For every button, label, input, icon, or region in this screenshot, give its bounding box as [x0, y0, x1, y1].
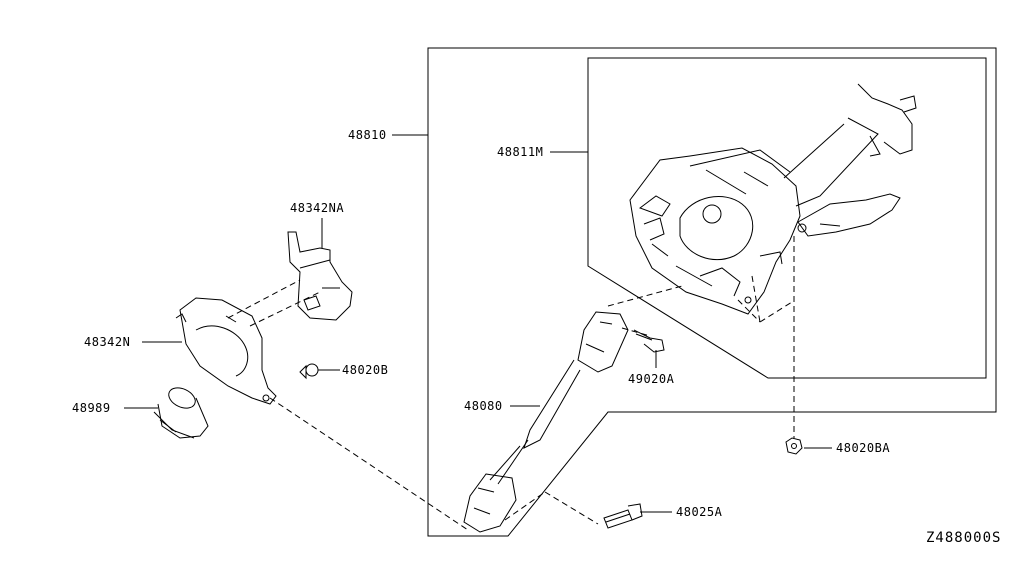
assembly-boundary-48811M — [588, 58, 986, 378]
part-48025A-bolt — [604, 504, 642, 528]
dashed-guides — [228, 236, 794, 530]
label-48025A: 48025A — [676, 505, 723, 519]
label-49020A: 49020A — [628, 372, 675, 386]
part-48989-boot — [154, 384, 208, 438]
part-49020A-bolt — [634, 330, 664, 352]
label-48342NA: 48342NA — [290, 201, 345, 215]
part-48342N-cover — [176, 298, 276, 404]
part-48811M-column — [630, 84, 916, 314]
part-48080-shaft — [464, 312, 628, 532]
label-48020BA: 48020BA — [836, 441, 891, 455]
label-48810: 48810 — [348, 128, 387, 142]
part-48020B-clip — [300, 364, 318, 378]
label-48342N: 48342N — [84, 335, 131, 349]
label-48989: 48989 — [72, 401, 111, 415]
part-48342NA-cover — [288, 232, 352, 320]
label-48080: 48080 — [464, 399, 503, 413]
label-48811M: 48811M — [497, 145, 544, 159]
part-48020BA-nut — [786, 438, 802, 454]
label-48020B: 48020B — [342, 363, 389, 377]
assembly-boundary-48810 — [428, 48, 996, 536]
drawing-code: Z488000S — [926, 530, 1002, 546]
